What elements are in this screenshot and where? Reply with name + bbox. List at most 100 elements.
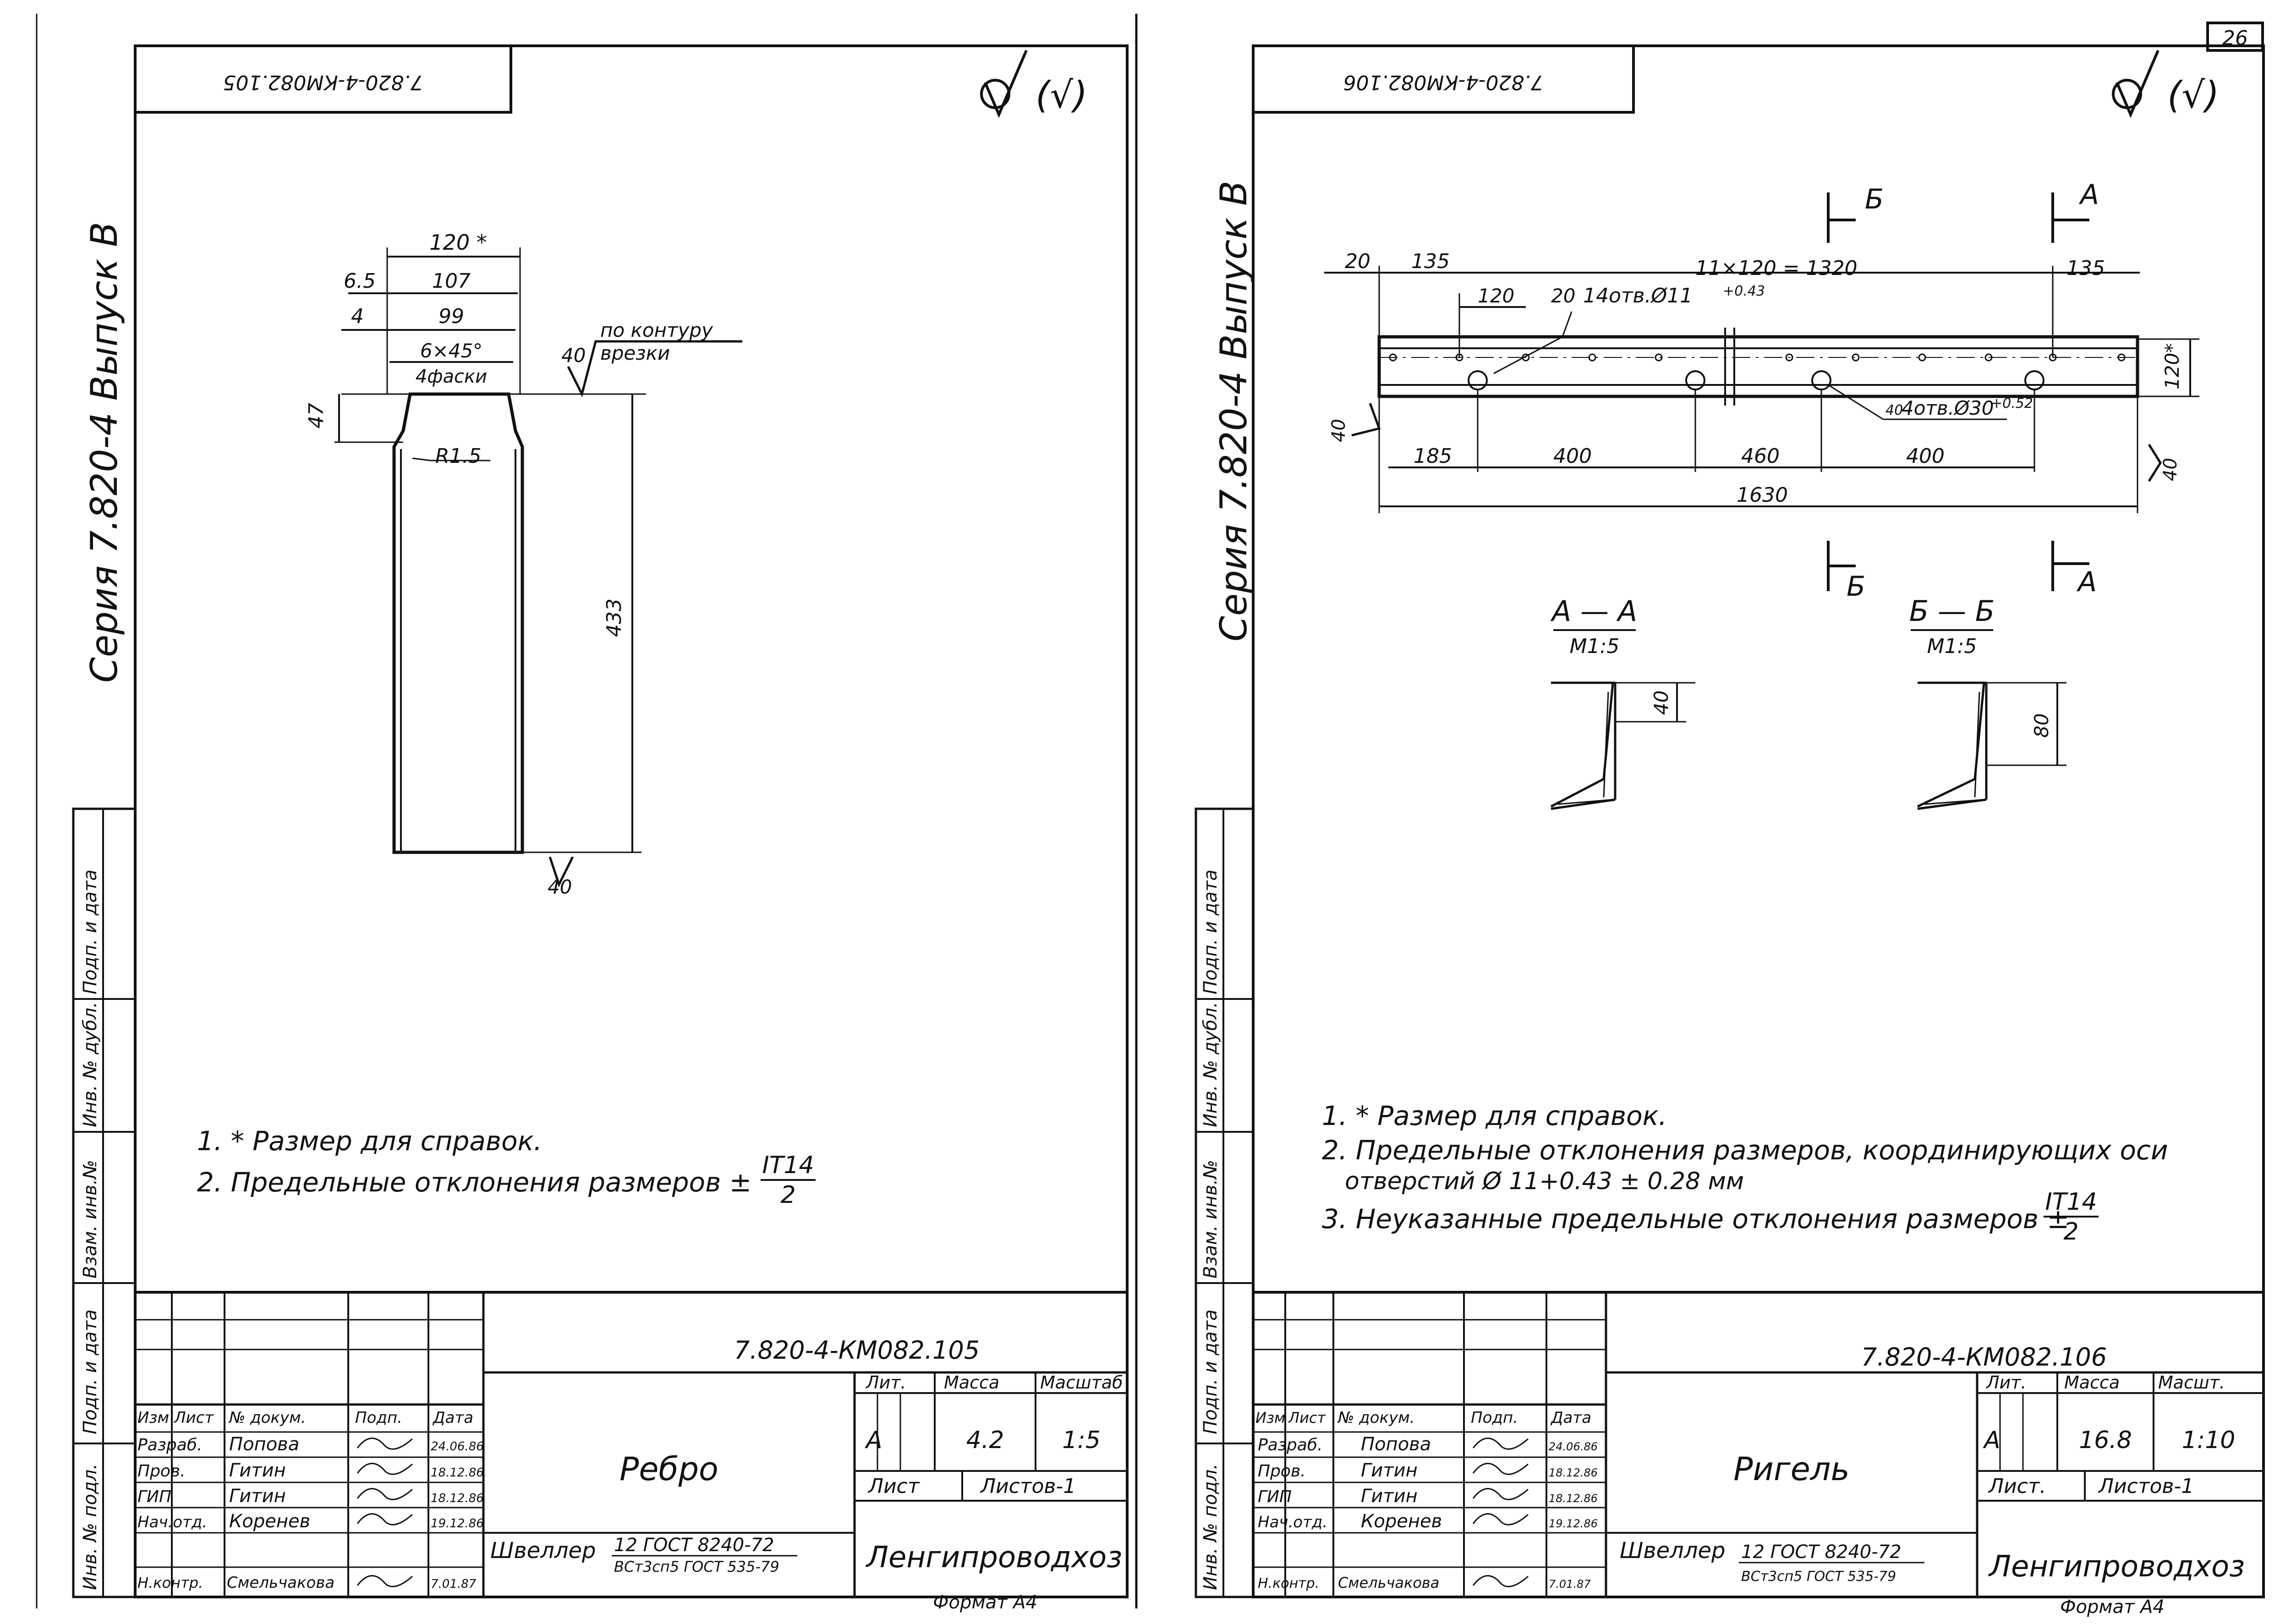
svg-text:Пров.: Пров. — [1258, 1462, 1306, 1481]
section-aa: А — А М1:5 40 — [1550, 594, 1695, 810]
beam-drawing: Б А Б А 20 135 11×120 = 1320 135 120 20 … — [1324, 179, 2199, 603]
svg-text:1630: 1630 — [1737, 483, 1788, 507]
left-note-1: 1. * Размер для справок. — [197, 1125, 542, 1157]
right-roughness-symbol: (√) — [2112, 49, 2219, 118]
svg-text:Листов-1: Листов-1 — [980, 1475, 1076, 1498]
svg-text:Смельчакова: Смельчакова — [1338, 1574, 1439, 1591]
svg-text:Подп. и дата: Подп. и дата — [1200, 870, 1221, 994]
svg-text:Взам. инв.№: Взам. инв.№ — [80, 1160, 101, 1278]
svg-text:М1:5: М1:5 — [1570, 635, 1620, 658]
svg-text:Лит.: Лит. — [1985, 1372, 2027, 1393]
svg-text:40: 40 — [1328, 419, 1349, 442]
svg-text:Б: Б — [1865, 183, 1884, 215]
svg-text:19.12.86: 19.12.86 — [1549, 1517, 1598, 1530]
svg-text:18.12.86: 18.12.86 — [1549, 1466, 1598, 1479]
svg-text:Подп.: Подп. — [355, 1409, 402, 1427]
svg-text:А: А — [2078, 179, 2099, 211]
svg-text:20: 20 — [1345, 250, 1370, 273]
svg-text:Инв. № подл.: Инв. № подл. — [80, 1464, 101, 1590]
svg-text:40: 40 — [2160, 458, 2181, 481]
svg-text:Изм: Изм — [137, 1409, 169, 1427]
svg-text:47: 47 — [305, 403, 328, 428]
svg-text:Б — Б: Б — Б — [1909, 594, 1995, 628]
svg-text:М1:5: М1:5 — [1927, 635, 1977, 658]
svg-text:Масшт.: Масшт. — [2158, 1372, 2225, 1393]
svg-text:Гитин: Гитин — [1361, 1486, 1418, 1507]
svg-text:135: 135 — [1411, 250, 1450, 273]
svg-text:40: 40 — [561, 344, 586, 367]
svg-text:R1.5: R1.5 — [435, 444, 482, 468]
svg-text:Масса: Масса — [2064, 1372, 2120, 1393]
svg-text:24.06.86: 24.06.86 — [431, 1440, 484, 1454]
svg-text:Швеллер: Швеллер — [1620, 1538, 1726, 1564]
right-title-code: 7.820-4-КМ082.106 — [1861, 1343, 2107, 1372]
svg-text:Коренев: Коренев — [1361, 1511, 1442, 1532]
svg-text:Н.контр.: Н.контр. — [137, 1574, 203, 1591]
svg-text:Формат А4: Формат А4 — [933, 1592, 1037, 1613]
svg-text:Швеллер: Швеллер — [490, 1538, 596, 1564]
svg-text:18.12.86: 18.12.86 — [431, 1492, 484, 1505]
svg-text:ВСт3сп5 ГОСТ 535-79: ВСт3сп5 ГОСТ 535-79 — [1741, 1569, 1896, 1585]
right-note-1: 1. * Размер для справок. — [1322, 1100, 1667, 1131]
svg-text:185: 185 — [1414, 444, 1452, 468]
small-holes — [1389, 353, 2126, 362]
svg-text:Попова: Попова — [229, 1434, 299, 1455]
svg-text:Н.контр.: Н.контр. — [1258, 1575, 1319, 1591]
svg-text:(√): (√) — [1036, 74, 1087, 116]
svg-text:80: 80 — [2030, 713, 2053, 738]
svg-text:Инв. № дубл.: Инв. № дубл. — [1200, 1002, 1221, 1127]
svg-text:+0.43: +0.43 — [1723, 283, 1765, 299]
svg-text:Подп.: Подп. — [1471, 1409, 1518, 1427]
svg-text:А: А — [865, 1426, 882, 1454]
svg-text:ВСт3сп5 ГОСТ 535-79: ВСт3сп5 ГОСТ 535-79 — [614, 1558, 779, 1575]
svg-text:Б: Б — [1847, 571, 1865, 603]
svg-text:107: 107 — [432, 269, 471, 293]
svg-text:Изм: Изм — [1255, 1409, 1285, 1426]
left-side-stamps: Инв. № подл. Подп. и дата Взам. инв.№ Ин… — [72, 807, 137, 1598]
svg-text:6×45°: 6×45° — [420, 340, 482, 362]
svg-text:4отв.Ø30: 4отв.Ø30 — [1902, 397, 1994, 419]
svg-text:Нач.отд.: Нач.отд. — [137, 1513, 207, 1531]
svg-text:(√): (√) — [2167, 74, 2219, 116]
right-note-3: 3. Неуказанные предельные отклонения раз… — [1322, 1203, 2069, 1234]
svg-text:А: А — [2076, 566, 2097, 598]
svg-text:120 *: 120 * — [429, 230, 487, 255]
left-org: Ленгипроводхоз — [866, 1541, 1122, 1575]
svg-text:18.12.86: 18.12.86 — [431, 1466, 484, 1480]
svg-text:2: 2 — [780, 1181, 795, 1209]
svg-text:Разраб.: Разраб. — [137, 1436, 202, 1454]
svg-text:Нач.отд.: Нач.отд. — [1258, 1513, 1327, 1531]
svg-text:Коренев: Коренев — [229, 1511, 310, 1532]
svg-text:1:5: 1:5 — [1062, 1426, 1101, 1454]
svg-text:Листов-1: Листов-1 — [2098, 1475, 2194, 1498]
svg-text:4.2: 4.2 — [966, 1426, 1004, 1454]
svg-text:Попова: Попова — [1361, 1434, 1431, 1455]
left-title-block: 7.820-4-КМ082.105 Изм Лист № докум. Подп… — [134, 1291, 1129, 1613]
svg-text:18.12.86: 18.12.86 — [1549, 1492, 1598, 1505]
svg-text:40: 40 — [548, 876, 572, 898]
svg-text:460: 460 — [1741, 444, 1780, 468]
svg-text:Лист: Лист — [867, 1475, 920, 1498]
svg-text:Пров.: Пров. — [137, 1462, 186, 1481]
svg-text:16.8: 16.8 — [2079, 1426, 2132, 1454]
left-note-2: 2. Предельные отклонения размеров ± — [197, 1167, 751, 1198]
svg-text:Дата: Дата — [1550, 1409, 1591, 1427]
right-note-2: 2. Предельные отклонения размеров, коорд… — [1322, 1135, 2168, 1166]
svg-text:12 ГОСТ 8240-72: 12 ГОСТ 8240-72 — [614, 1535, 774, 1556]
svg-text:Взам. инв.№: Взам. инв.№ — [1200, 1160, 1221, 1278]
svg-text:Формат А4: Формат А4 — [2060, 1597, 2165, 1618]
right-note-2b: отверстий Ø 11+0.43 ± 0.28 мм — [1345, 1168, 1744, 1195]
right-side-stamps: Инв. № подл. Подп. и дата Взам. инв.№ Ин… — [1195, 807, 1255, 1598]
svg-text:Масса: Масса — [944, 1372, 999, 1393]
svg-text:Инв. № дубл.: Инв. № дубл. — [80, 1002, 101, 1127]
svg-text:Гитин: Гитин — [1361, 1460, 1418, 1481]
svg-text:Разраб.: Разраб. — [1258, 1436, 1322, 1454]
svg-text:IT14: IT14 — [762, 1152, 814, 1179]
left-sheet: 7.820-4-КМ082.105 (√) Серия 7.820-4 Выпу… — [36, 14, 1138, 1613]
left-stamp-code: 7.820-4-КМ082.105 — [223, 71, 423, 94]
svg-text:120*: 120* — [2161, 343, 2183, 390]
svg-text:20: 20 — [1551, 285, 1575, 307]
svg-text:IT14: IT14 — [2045, 1188, 2097, 1216]
svg-text:№ докум.: № докум. — [228, 1409, 306, 1427]
